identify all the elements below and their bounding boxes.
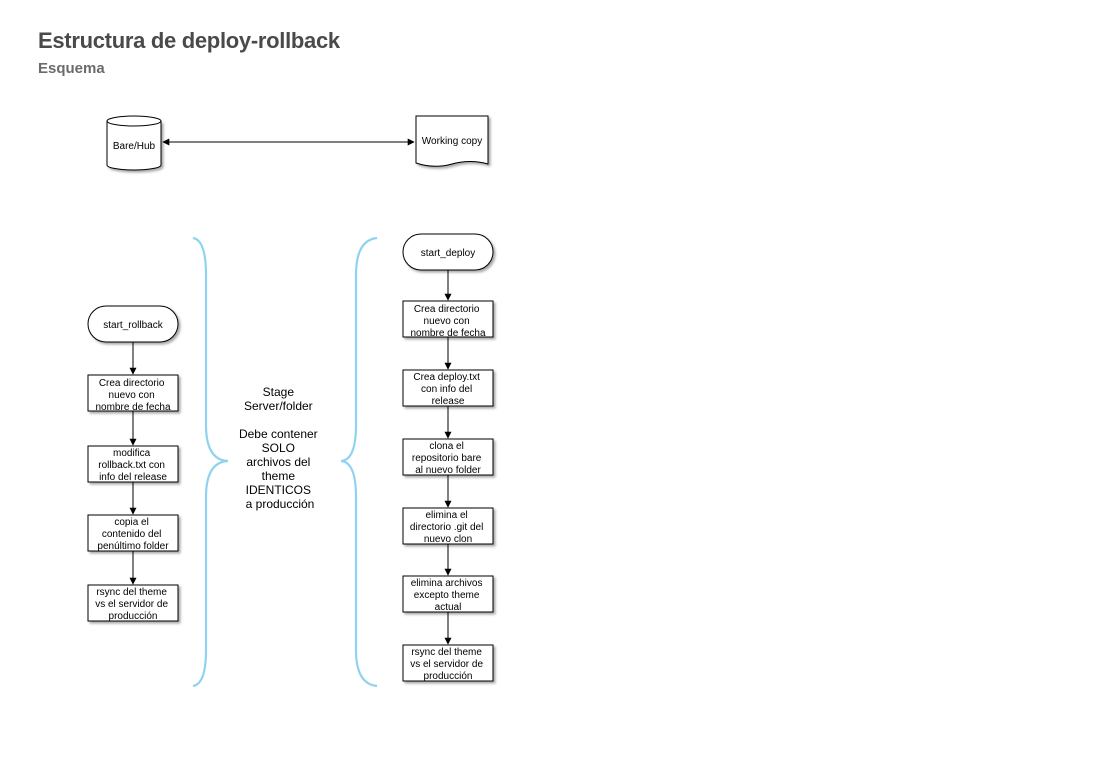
stage-line: Server/folder: [244, 399, 313, 413]
deploy-step-label: elimina el directorio .git del nuevo clo…: [410, 510, 486, 545]
stage-line: Stage: [263, 385, 295, 399]
deploy-step-label: clona el repositorio bare al nuevo folde…: [412, 441, 484, 476]
deploy-step: [402, 438, 494, 476]
start-deploy-label: start_deploy: [421, 248, 475, 259]
rollback-step-label: rsync del theme vs el servidor de produc…: [95, 587, 171, 622]
rollback-flow: start_rollback Crea directorio nuevo con…: [87, 305, 179, 622]
deploy-step-label: Crea directorio nuevo con nombre de fech…: [410, 304, 485, 339]
deploy-step: [402, 644, 494, 682]
page-title: Estructura de deploy-rollback: [38, 28, 340, 53]
left-brace: [192, 236, 229, 688]
stage-line: theme: [262, 469, 296, 483]
rollback-step-label: copia el contenido del penúltimo folder: [97, 517, 169, 552]
bare-hub-node: Bare/Hub: [106, 115, 162, 171]
stage-line: SOLO: [262, 441, 295, 455]
rollback-step: [87, 514, 179, 552]
deploy-step: [402, 369, 494, 407]
working-copy-label: Working copy: [422, 136, 482, 147]
rollback-step-label: Crea directorio nuevo con nombre de fech…: [95, 378, 170, 413]
deploy-step: [402, 575, 494, 613]
deploy-step-label: elimina archivos excepto theme actual: [411, 578, 485, 613]
rollback-step-label: modifica rollback.txt con info del relea…: [98, 448, 167, 483]
stage-line: IDENTICOS: [246, 483, 311, 497]
stage-text: Stage Server/folder Debe contener SOLO a…: [239, 385, 321, 511]
right-brace: [340, 236, 378, 688]
stage-line: Debe contener: [239, 427, 318, 441]
deploy-step: [402, 507, 494, 545]
deploy-step-label: rsync del theme vs el servidor de produc…: [410, 647, 486, 682]
start-rollback-label: start_rollback: [103, 320, 163, 331]
deploy-step-label: Crea deploy.txt con info del release: [413, 372, 482, 407]
page-subtitle: Esquema: [38, 60, 105, 77]
bare-hub-label: Bare/Hub: [113, 141, 156, 152]
stage-line: a producción: [246, 497, 315, 511]
working-copy-node: Working copy: [415, 115, 489, 167]
rollback-step: [87, 584, 179, 622]
stage-line: archivos del: [246, 455, 310, 469]
deploy-step: [402, 300, 494, 338]
deploy-flow: start_deploy Crea directorio nuevo con n…: [402, 233, 494, 682]
